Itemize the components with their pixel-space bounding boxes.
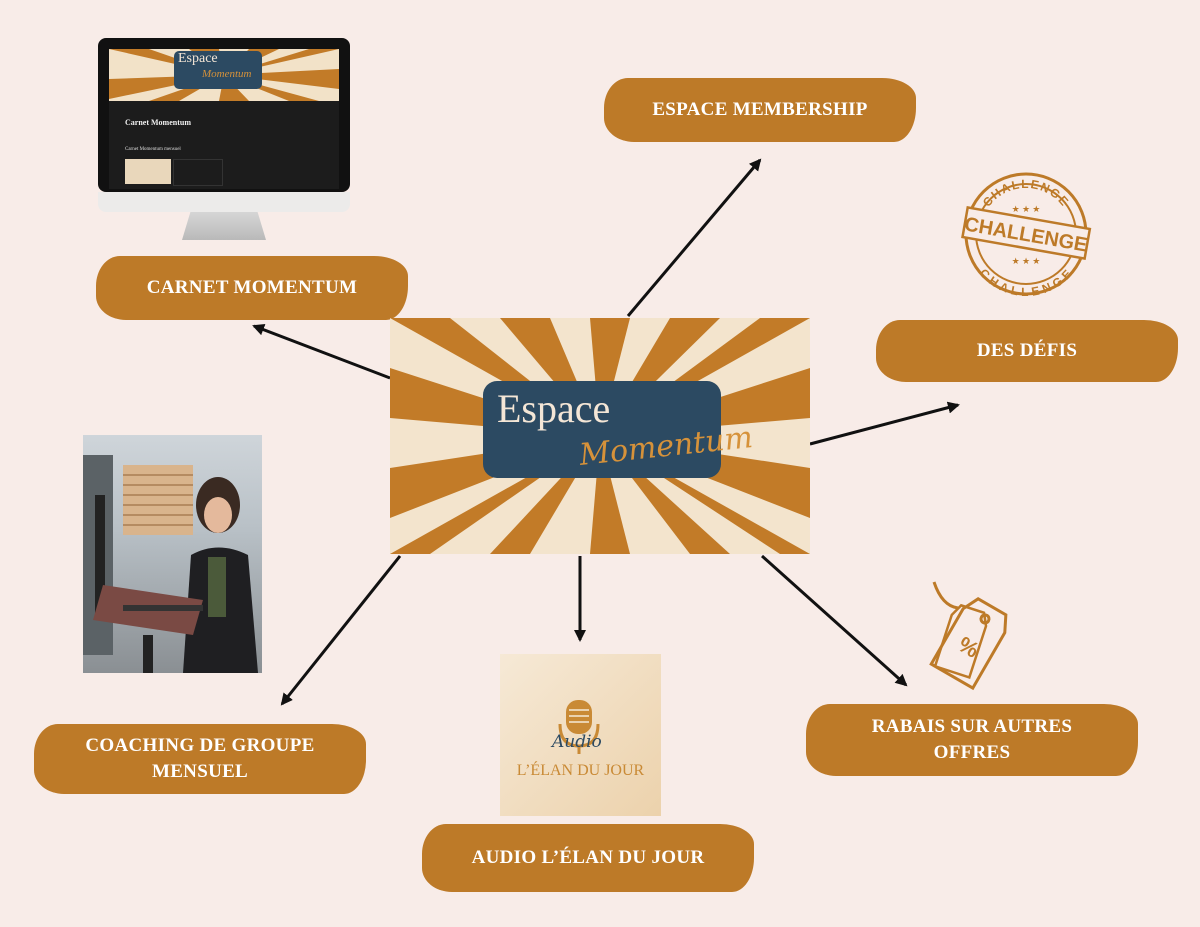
arrow-to-rabais: [760, 554, 908, 687]
espace-momentum-logo: Espace Momentum: [483, 381, 754, 478]
label-carnet-momentum: CARNET MOMENTUM: [96, 256, 408, 320]
coaching-photo: [83, 435, 262, 673]
monitor-chin: [98, 192, 350, 212]
podcast-audio-text: Audio: [552, 732, 602, 752]
central-espace-momentum-image: Espace Momentum: [390, 318, 810, 554]
mini-card-empty: [173, 159, 223, 186]
mini-sunburst-banner: Espace Momentum: [109, 49, 339, 101]
label-rabais-line2: OFFRES: [933, 742, 1011, 763]
arrow-to-carnet: [252, 323, 391, 380]
mini-logo-momentum: Momentum: [202, 68, 252, 80]
photo-illustration: [83, 455, 258, 673]
mini-logo: Espace Momentum: [174, 51, 262, 89]
label-coaching-line2: MENSUEL: [151, 761, 249, 782]
label-rabais: RABAIS SUR AUTRES OFFRES: [806, 704, 1138, 776]
microphone-icon: [558, 700, 600, 754]
mini-logo-espace: Espace: [178, 51, 218, 66]
arrow-to-membership: [626, 158, 762, 317]
label-audio: AUDIO L’ÉLAN DU JOUR: [422, 824, 754, 892]
label-coaching: COACHING DE GROUPE MENSUEL: [34, 724, 366, 794]
podcast-title-text: L’ÉLAN DU JOUR: [516, 762, 645, 779]
mini-section-title: Carnet Momentum mensuel: [125, 147, 181, 152]
arrow-to-coaching: [280, 555, 402, 706]
monitor-stand: [182, 212, 266, 240]
mini-card: [125, 159, 171, 184]
arrow-to-defis: [809, 401, 960, 446]
mini-page-title: Carnet Momentum: [125, 118, 191, 127]
stamp-stars-top: ★ ★ ★: [1012, 204, 1041, 214]
stamp-stars-bottom: ★ ★ ★: [1012, 256, 1041, 266]
label-des-defis-text: DES DÉFIS: [976, 340, 1078, 361]
logo-espace-text: Espace: [497, 386, 611, 431]
audio-podcast-cover: Audio L’ÉLAN DU JOUR: [500, 654, 661, 816]
label-espace-membership: ESPACE MEMBERSHIP: [604, 78, 916, 142]
price-tag-icon: %: [929, 581, 1008, 691]
label-carnet-momentum-text: CARNET MOMENTUM: [146, 277, 358, 298]
label-coaching-line1: COACHING DE GROUPE: [85, 735, 315, 756]
challenge-stamp-icon: CHALLENGE CHALLENGE CHALLENGE ★ ★ ★ ★ ★ …: [961, 172, 1092, 296]
desktop-monitor-icon: Espace Momentum Carnet Momentum Carnet M…: [98, 38, 350, 242]
label-audio-text: AUDIO L’ÉLAN DU JOUR: [471, 847, 705, 868]
monitor-screen-content: Espace Momentum Carnet Momentum Carnet M…: [109, 49, 339, 189]
label-espace-membership-text: ESPACE MEMBERSHIP: [652, 99, 868, 120]
label-des-defis: DES DÉFIS: [876, 320, 1178, 382]
label-rabais-line1: RABAIS SUR AUTRES: [871, 716, 1073, 737]
monitor-screen: Espace Momentum Carnet Momentum Carnet M…: [98, 38, 350, 192]
